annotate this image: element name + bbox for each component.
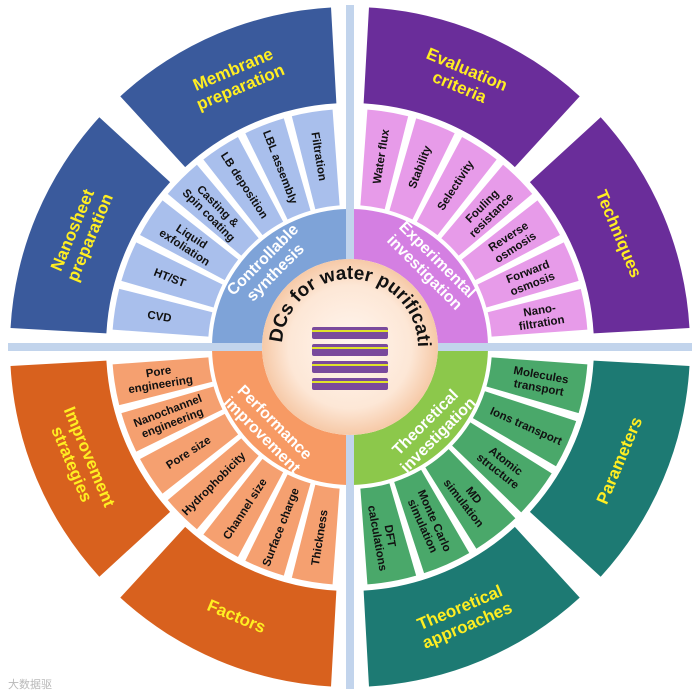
item-segment-channel-size	[203, 458, 284, 557]
wheel-rings: NanosheetpreparationMembranepreparationC…	[8, 5, 692, 689]
item-segment-lb-deposition	[203, 137, 284, 236]
inner-segment-performance	[212, 348, 349, 485]
outer-segment-strategies	[10, 360, 171, 577]
item-segment-md-simulation	[425, 449, 516, 549]
item-segment-casting-spin-coating	[167, 164, 259, 256]
item-label-cvd: CVD	[146, 309, 172, 325]
item-segment-filtration	[291, 109, 340, 210]
item-segment-lbl-assembly	[245, 118, 311, 220]
item-segment-pore-size	[140, 413, 239, 494]
item-segment-ht-st	[121, 242, 223, 308]
outer-segment-techniques	[529, 117, 690, 334]
outer-segment-factors	[120, 526, 337, 687]
item-segment-thickness	[291, 484, 340, 585]
quadrant-performance: FactorsImprovementstrategiesThicknessSur…	[10, 348, 349, 687]
inner-segment-theoretical	[351, 348, 488, 485]
item-segment-molecules-transport	[486, 357, 588, 414]
inner-segment-synthesis	[212, 209, 349, 346]
item-segment-water-flux	[360, 109, 409, 210]
item-segment-nanochannel-engineering	[121, 386, 223, 452]
item-segment-hydrophobicity	[167, 438, 259, 530]
item-segment-ions-transport	[472, 391, 577, 467]
item-segment-fouling-resistance	[441, 164, 533, 256]
outer-segment-parameters	[529, 360, 690, 577]
item-segment-selectivity	[416, 137, 497, 236]
outer-segment-approaches	[363, 526, 580, 687]
item-segment-dft-calculations	[360, 483, 417, 585]
item-segment-monte-carlo-simulation	[394, 469, 470, 574]
outer-segment-membrane	[120, 7, 337, 168]
tmdc-crystal-structure-icon	[312, 327, 388, 390]
item-segment-cvd	[112, 288, 213, 337]
outer-segment-evaluation	[363, 7, 580, 168]
item-segment-reverse-osmosis	[461, 200, 560, 281]
inner-segment-experimental	[351, 209, 488, 346]
item-segment-forward-osmosis	[477, 242, 579, 308]
quadrant-synthesis: NanosheetpreparationMembranepreparationC…	[10, 7, 349, 346]
item-segment-nano-filtration	[487, 288, 588, 337]
item-segment-pore-engineering	[112, 357, 213, 406]
item-segment-surface-charge	[245, 474, 311, 576]
item-segment-stability	[389, 118, 455, 220]
item-segment-liquid-exfoliation	[140, 200, 239, 281]
item-segment-atomic-structure	[452, 422, 552, 513]
watermark-text: 大数据驱	[8, 678, 52, 691]
outer-segment-nanosheet	[10, 117, 171, 334]
